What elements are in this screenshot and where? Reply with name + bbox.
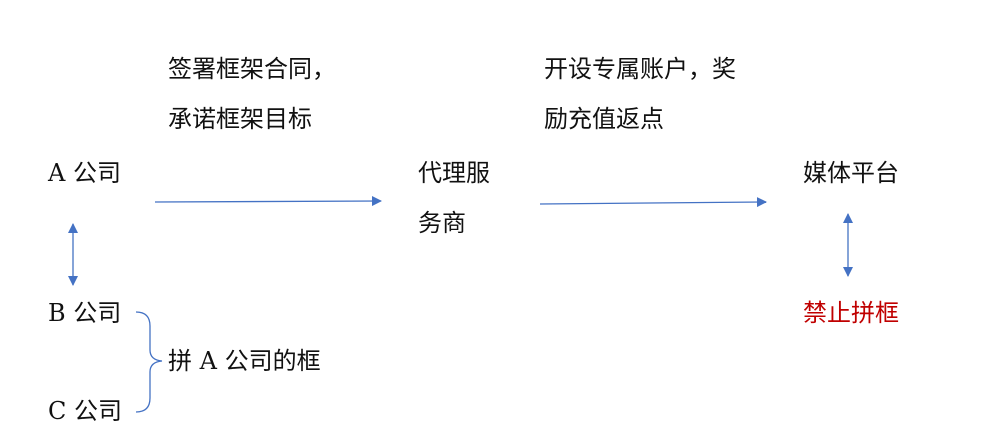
brace-company-b-c [135,311,163,413]
node-company-b: B 公司 [48,299,122,327]
label-open-account-line2: 励充值返点 [544,105,664,133]
note-forbidden-pooling: 禁止拼框 [803,299,899,327]
node-agent-line2: 务商 [418,209,466,237]
arrow-company-a-to-agent [154,196,382,207]
label-sign-contract-line1: 签署框架合同， [168,55,336,83]
node-agent-line1: 代理服 [418,159,490,187]
label-pool-company-a-frame: 拼 A 公司的框 [168,347,321,375]
node-company-c: C 公司 [48,397,122,425]
label-sign-contract-line2: 承诺框架目标 [168,105,312,133]
node-company-a: A 公司 [48,159,121,187]
arrow-agent-to-media [539,197,767,208]
label-open-account-line1: 开设专属账户，奖 [544,55,736,83]
node-media-platform: 媒体平台 [803,159,899,187]
